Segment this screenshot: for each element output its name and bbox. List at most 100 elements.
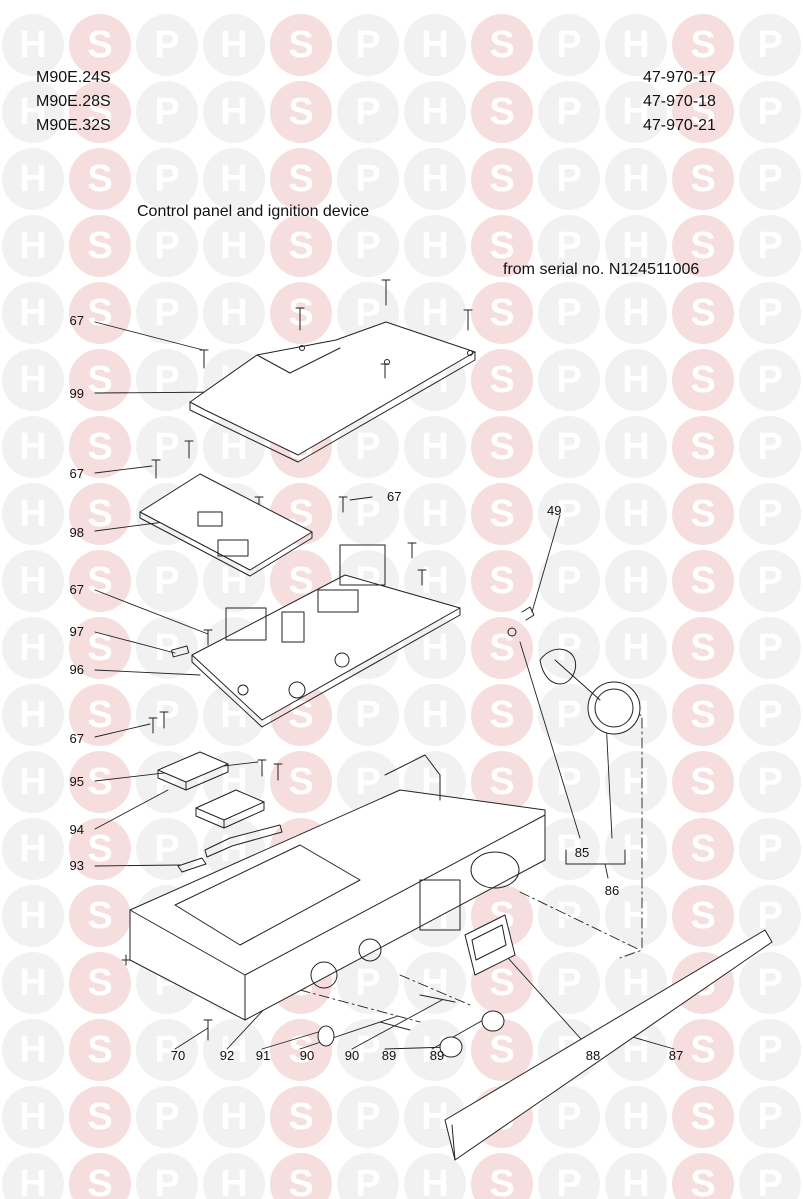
watermark-letter: P [739, 14, 801, 76]
button-91 [317, 1025, 335, 1047]
watermark-letter: H [203, 81, 265, 143]
watermark-letter: P [136, 14, 198, 76]
watermark-letter: P [136, 148, 198, 210]
watermark-letter: H [605, 349, 667, 411]
watermark-letter: P [538, 952, 600, 1014]
watermark-letter: S [69, 215, 131, 277]
watermark-letter: P [337, 684, 399, 746]
bracket-85-86 [565, 849, 626, 865]
watermark-letter: H [2, 1019, 64, 1081]
watermark-letter: H [605, 416, 667, 478]
callout-97: 97 [69, 624, 84, 639]
watermark-letter: P [739, 215, 801, 277]
watermark-letter: P [538, 1153, 600, 1199]
watermark-letter: P [337, 81, 399, 143]
diagram-title: Control panel and ignition device [137, 203, 370, 220]
watermark-letter: P [538, 215, 600, 277]
watermark-letter: S [270, 148, 332, 210]
watermark-letter: H [605, 617, 667, 679]
watermark-letter: H [605, 1086, 667, 1148]
watermark-letter: H [404, 1019, 466, 1081]
main-pcb-96 [191, 544, 461, 728]
control-housing-92 [129, 754, 546, 1021]
watermark-letter: H [2, 483, 64, 545]
watermark-letter: P [337, 1019, 399, 1081]
watermark-letter: H [2, 684, 64, 746]
fuse-97 [170, 645, 190, 658]
model-list: M90E.24S M90E.28S M90E.32S [36, 66, 111, 138]
watermark-letter: H [2, 349, 64, 411]
watermark-letter: S [270, 1086, 332, 1148]
watermark-letter: S [672, 349, 734, 411]
watermark-letter: P [136, 550, 198, 612]
watermark-letter: S [69, 952, 131, 1014]
callout-91: 91 [255, 1048, 271, 1063]
watermark-letter: P [337, 148, 399, 210]
watermark-letter: P [739, 751, 801, 813]
watermark-letter: H [2, 416, 64, 478]
watermark-letter: H [2, 148, 64, 210]
watermark-letter: H [203, 14, 265, 76]
watermark-letter: H [605, 751, 667, 813]
callout-93: 93 [69, 858, 84, 873]
callout-88: 88 [585, 1048, 601, 1063]
watermark-letter: S [672, 1153, 734, 1199]
watermark-letter: H [203, 1153, 265, 1199]
watermark-letter: H [605, 81, 667, 143]
watermark-letter: S [69, 1019, 131, 1081]
watermark-letter: S [471, 282, 533, 344]
watermark-letter: S [672, 215, 734, 277]
watermark-letter: P [136, 1019, 198, 1081]
watermark-letter: S [672, 550, 734, 612]
watermark-letter: H [2, 818, 64, 880]
watermark-letter: P [136, 81, 198, 143]
watermark-letter: S [471, 483, 533, 545]
watermark-letter: S [672, 818, 734, 880]
part-number-line: 47-970-17 [643, 69, 716, 86]
watermark-letter: P [136, 617, 198, 679]
callout-67: 67 [69, 466, 84, 481]
watermark-letter: P [337, 215, 399, 277]
watermark-letter: P [538, 1086, 600, 1148]
watermark-letter: P [337, 1153, 399, 1199]
callout-89: 89 [381, 1048, 397, 1063]
o-ring-85 [507, 627, 517, 637]
watermark-letter: S [270, 81, 332, 143]
watermark-letter: H [2, 550, 64, 612]
watermark-letter: P [538, 617, 600, 679]
callout-85: 85 [574, 845, 590, 860]
watermark-letter: P [739, 1086, 801, 1148]
watermark-letter: S [471, 14, 533, 76]
watermark-letter: H [2, 81, 64, 143]
watermark-letter: S [69, 483, 131, 545]
watermark-letter: S [672, 1019, 734, 1081]
watermark-letter: S [471, 684, 533, 746]
watermark-letter: H [605, 14, 667, 76]
watermark-letter: H [2, 952, 64, 1014]
callout-99: 99 [69, 386, 84, 401]
watermark-letter: S [270, 1153, 332, 1199]
cover-plate-99 [189, 321, 476, 463]
watermark-letter: H [404, 684, 466, 746]
knobs-89 [439, 1010, 505, 1058]
watermark-letter: H [404, 215, 466, 277]
watermark-letter: S [672, 416, 734, 478]
watermark-letter: P [538, 483, 600, 545]
watermark-letter: S [69, 885, 131, 947]
leader-lines [94, 321, 675, 1050]
callout-92: 92 [219, 1048, 235, 1063]
display-board-98 [139, 473, 313, 577]
watermark-letter: H [404, 148, 466, 210]
watermark-letter: S [672, 148, 734, 210]
watermark-letter: S [69, 818, 131, 880]
watermark-letter: H [2, 14, 64, 76]
watermark-letter: S [672, 1086, 734, 1148]
watermark-letter: S [471, 617, 533, 679]
watermark-letter: P [136, 684, 198, 746]
watermark-letter: H [2, 617, 64, 679]
watermark-letter: P [739, 617, 801, 679]
watermark-letter: H [203, 148, 265, 210]
watermark-letter: P [739, 952, 801, 1014]
watermark-letter: P [538, 148, 600, 210]
